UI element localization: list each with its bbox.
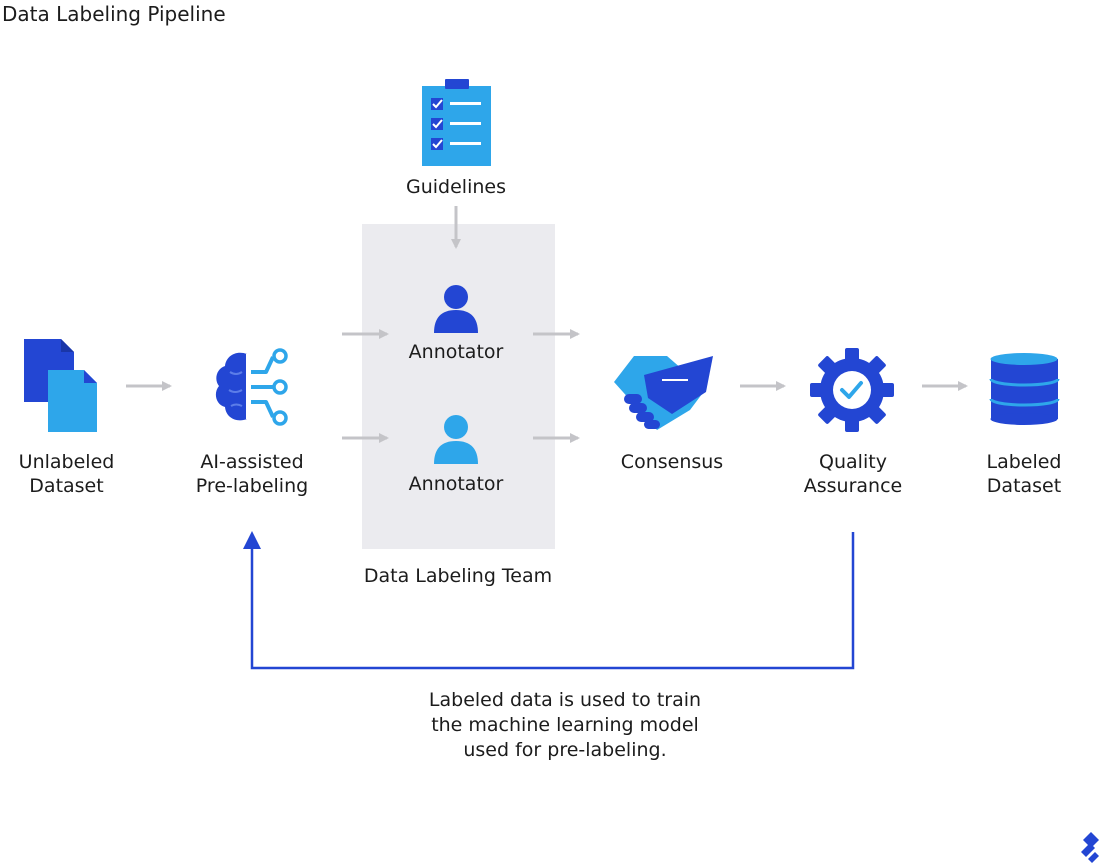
- consensus-label: Consensus: [620, 451, 724, 473]
- prelabeling-label: AI-assisted Pre-labeling: [177, 450, 327, 498]
- annotator-2-label: Annotator: [408, 473, 504, 495]
- flow-arrows: [126, 206, 968, 443]
- feedback-note-line-1: Labeled data is used to train: [428, 689, 702, 711]
- labeled-dataset-line-2: Dataset: [986, 475, 1062, 497]
- team-box: [362, 224, 555, 549]
- feedback-note-line-2: the machine learning model: [431, 714, 699, 736]
- labeled-dataset-label: Labeled Dataset: [964, 450, 1084, 498]
- person-icon: [434, 415, 478, 464]
- feedback-arrowhead: [243, 531, 261, 549]
- ai-brain-icon: [215, 348, 288, 426]
- unlabeled-dataset-line-2: Dataset: [29, 475, 104, 497]
- gear-check-icon: [810, 348, 894, 432]
- prelabeling-line-1: AI-assisted: [200, 451, 304, 473]
- labeled-dataset-line-1: Labeled: [986, 451, 1062, 473]
- unlabeled-dataset-line-1: Unlabeled: [18, 451, 115, 473]
- database-icon: [989, 353, 1060, 425]
- guidelines-label: Guidelines: [406, 176, 506, 198]
- feedback-line: [250, 532, 855, 670]
- quality-assurance-line-1: Quality: [819, 451, 887, 473]
- feedback-note: Labeled data is used to train the machin…: [385, 688, 745, 763]
- prelabeling-line-2: Pre-labeling: [195, 475, 309, 497]
- feedback-loop: [243, 531, 855, 670]
- quality-assurance-label: Quality Assurance: [782, 450, 924, 498]
- clipboard-checklist-icon: [422, 79, 491, 166]
- unlabeled-dataset-label: Unlabeled Dataset: [0, 450, 133, 498]
- annotator-1-label: Annotator: [408, 341, 504, 363]
- team-label: Data Labeling Team: [363, 565, 553, 587]
- feedback-note-line-3: used for pre-labeling.: [463, 739, 667, 761]
- page-title: Data Labeling Pipeline: [2, 2, 226, 26]
- person-icon: [434, 285, 478, 333]
- documents-icon: [24, 339, 97, 432]
- handshake-icon: [614, 356, 713, 430]
- brand-logo-icon: [1081, 832, 1099, 863]
- quality-assurance-line-2: Assurance: [803, 475, 903, 497]
